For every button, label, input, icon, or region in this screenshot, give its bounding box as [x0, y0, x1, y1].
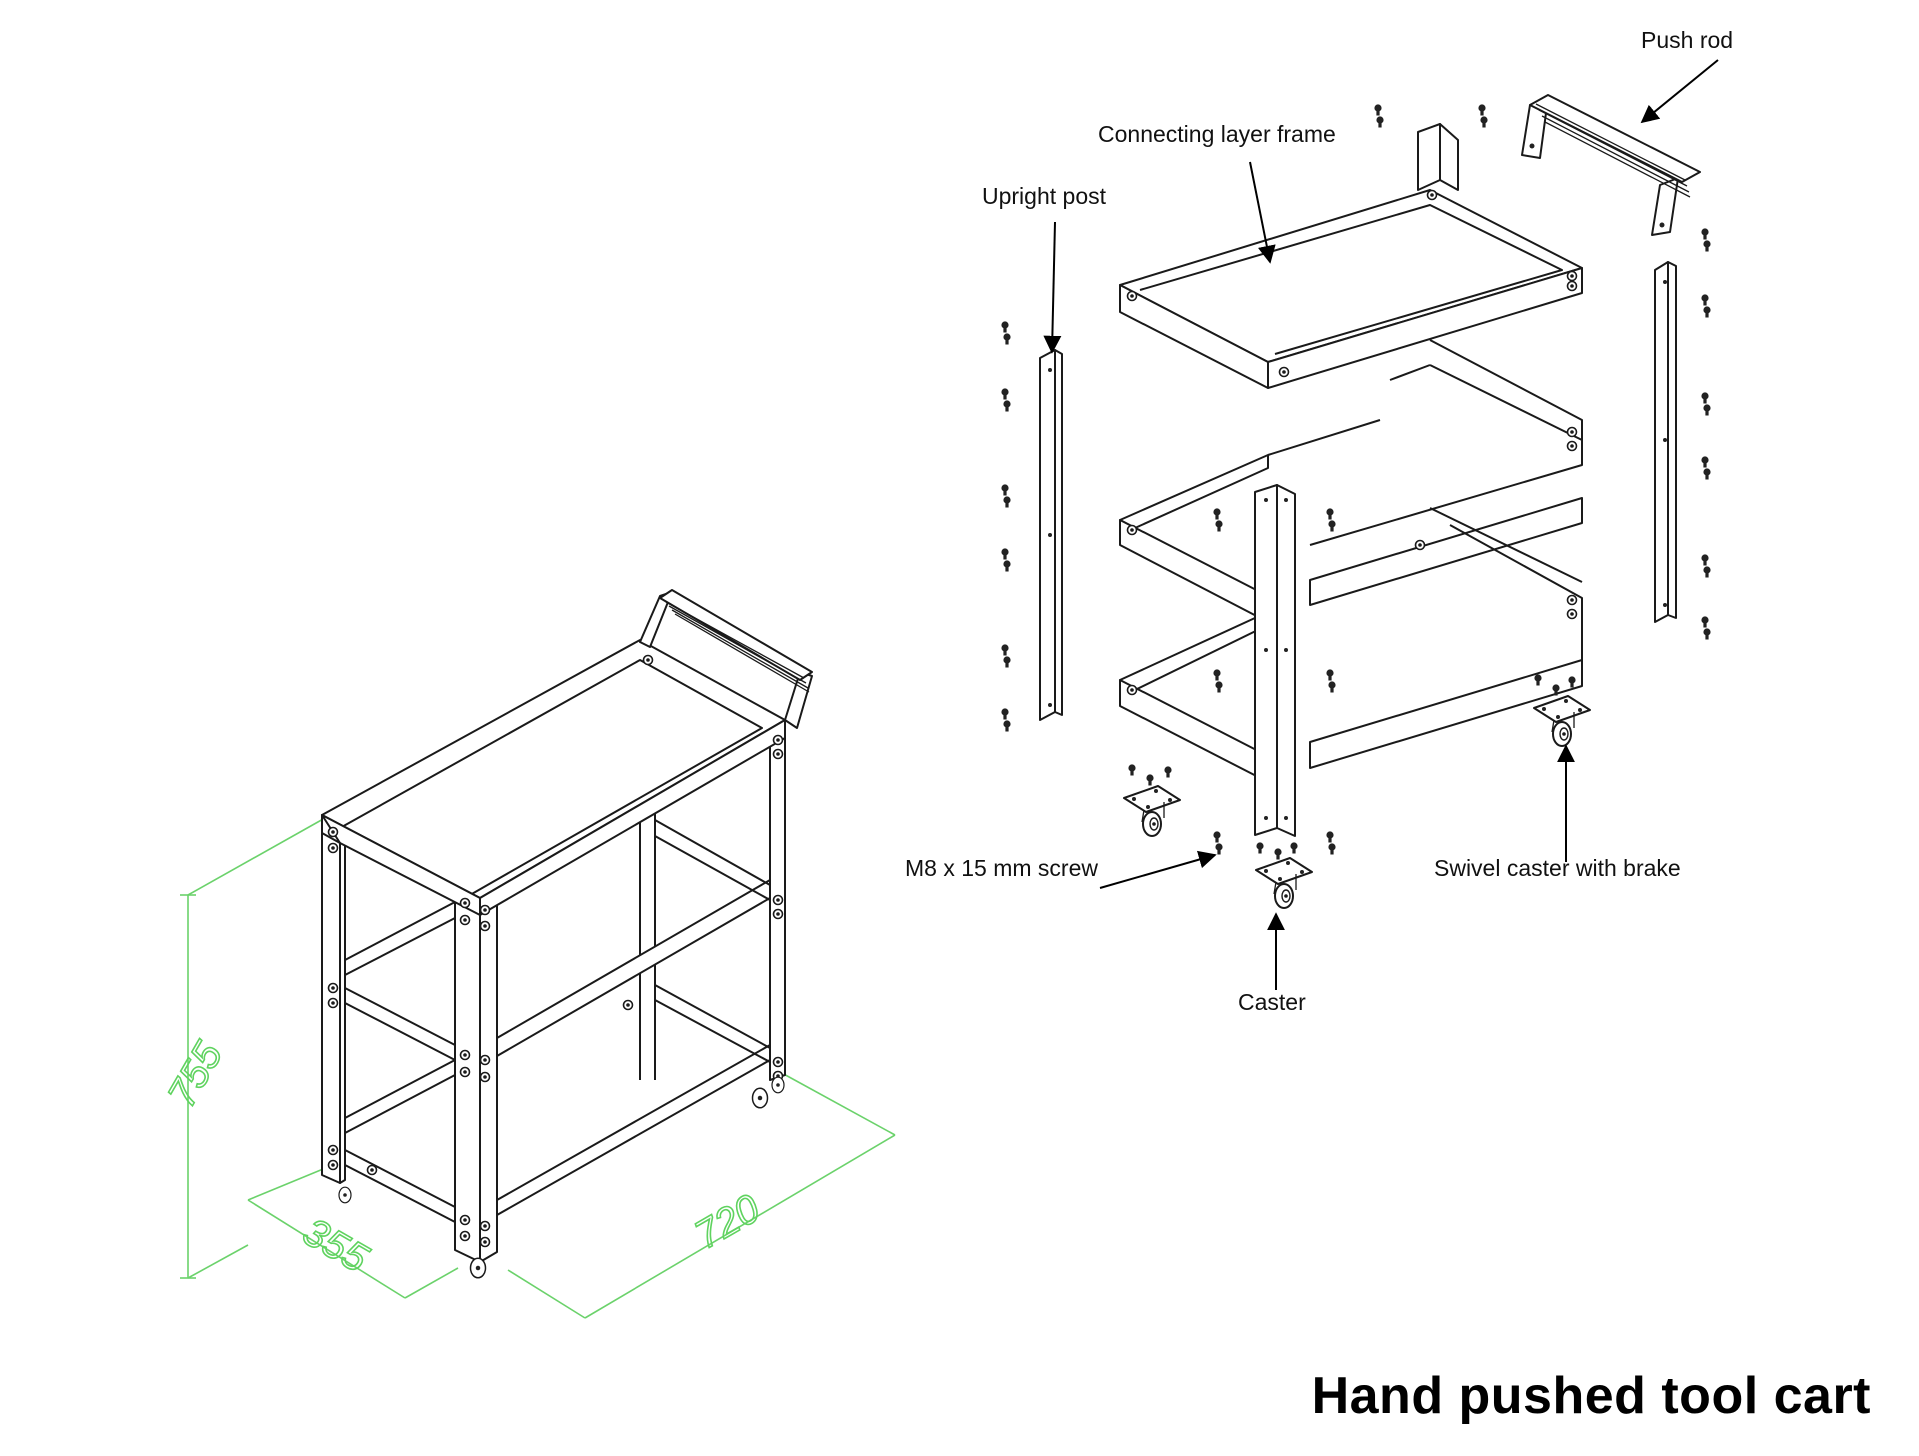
label-upright-post: Upright post	[982, 183, 1107, 209]
assembled-cart: 755 355 720	[159, 589, 896, 1319]
label-push-rod: Push rod	[1641, 27, 1733, 53]
callouts: Push rod Connecting layer frame Upright …	[905, 27, 1733, 1015]
dimension-width: 720	[688, 1186, 768, 1257]
dimension-lines	[180, 817, 896, 1319]
dimension-height: 755	[160, 1034, 232, 1114]
page-title: Hand pushed tool cart	[1311, 1367, 1871, 1425]
exploded-view	[1001, 94, 1710, 909]
label-swivel-caster: Swivel caster with brake	[1434, 855, 1681, 881]
dimension-depth: 355	[296, 1210, 376, 1282]
label-m8-screw: M8 x 15 mm screw	[905, 855, 1098, 881]
label-connecting-layer-frame: Connecting layer frame	[1098, 121, 1336, 147]
label-caster: Caster	[1238, 989, 1306, 1015]
